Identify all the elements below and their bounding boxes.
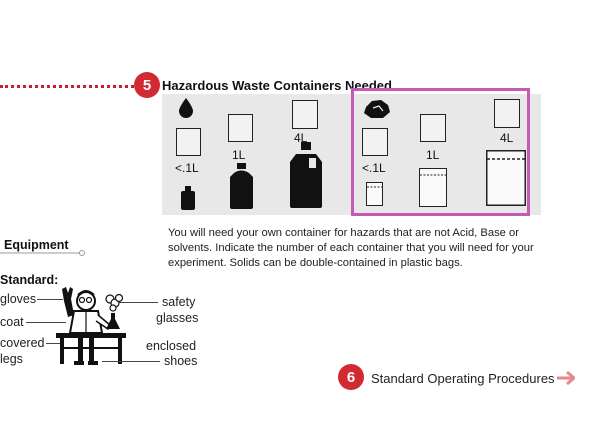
label-legs: legs <box>0 352 23 366</box>
dotted-connector <box>0 85 134 88</box>
checkbox-solid-1l[interactable] <box>420 114 446 142</box>
equipment-underline <box>0 250 86 258</box>
checkbox-liquid-lt01[interactable] <box>176 128 201 156</box>
checkbox-solid-4l[interactable] <box>494 99 520 128</box>
section-title: Hazardous Waste Containers Needed <box>162 78 392 93</box>
label-safety: safety <box>162 295 196 309</box>
rock-icon <box>363 99 390 119</box>
small-bag-icon <box>366 182 383 206</box>
label-solid-1l: 1L <box>426 148 440 162</box>
next-section-link[interactable]: Standard Operating Procedures <box>371 371 555 386</box>
label-solid-4l: 4L <box>500 131 514 145</box>
containers-description: You will need your own container for haz… <box>168 227 534 269</box>
label-covered: covered <box>0 336 45 350</box>
label-enclosed: enclosed <box>146 339 197 353</box>
standard-heading: Standard: <box>0 273 59 287</box>
label-solid-lt01: <.1L <box>362 161 386 175</box>
bottle-icon <box>230 163 253 209</box>
scientist-icon <box>52 285 130 367</box>
label-gloves: gloves <box>0 292 37 306</box>
bag-icon <box>419 168 447 207</box>
label-coat: coat <box>0 315 24 329</box>
equipment-heading: Equipment <box>4 238 69 252</box>
label-liquid-4l: 4L <box>294 131 308 145</box>
checkbox-liquid-1l[interactable] <box>228 114 253 142</box>
step-number-6: 6 <box>338 364 364 390</box>
arrow-right-icon[interactable] <box>557 371 575 385</box>
checkbox-liquid-4l[interactable] <box>292 100 318 129</box>
label-shoes: shoes <box>164 354 198 368</box>
droplet-icon <box>179 98 193 118</box>
leader-enclosed-shoes <box>102 361 160 362</box>
jug-icon <box>290 142 322 208</box>
small-bottle-icon <box>181 186 195 210</box>
leader-covered-legs <box>46 343 62 344</box>
large-bag-icon <box>486 150 526 206</box>
leader-safety-glasses <box>118 302 158 303</box>
leader-gloves <box>37 299 63 300</box>
label-liquid-lt01: <.1L <box>175 161 199 175</box>
checkbox-solid-lt01[interactable] <box>362 128 388 156</box>
leader-coat <box>26 322 66 323</box>
step-number-5: 5 <box>134 72 160 98</box>
label-liquid-1l: 1L <box>232 148 246 162</box>
solids-highlight-frame <box>351 88 530 216</box>
label-glasses: glasses <box>156 311 199 325</box>
